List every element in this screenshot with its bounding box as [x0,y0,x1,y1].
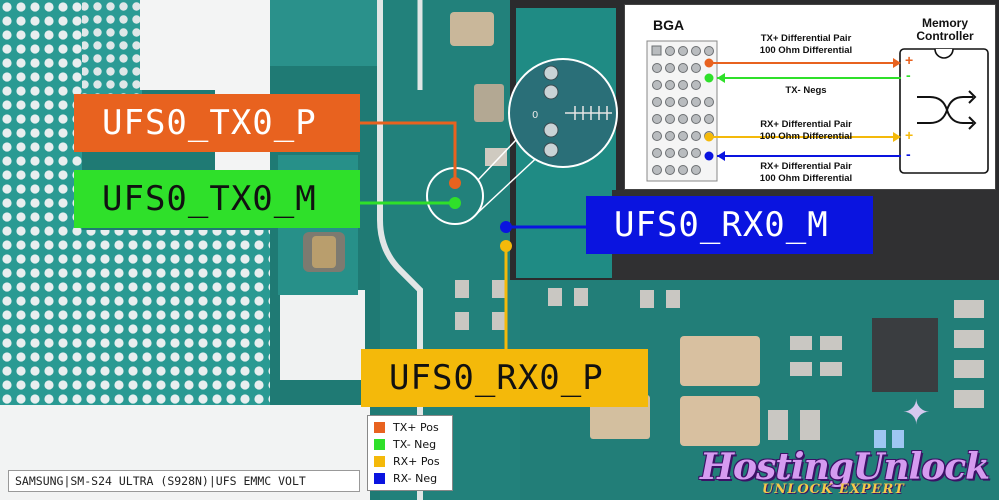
color-legend: TX+ Pos TX- Neg RX+ Pos RX- Neg [367,415,453,491]
bga-diagram-graphic [646,40,989,182]
bga-ball [704,114,714,124]
bga-ball [652,131,662,141]
bga-ball [652,97,662,107]
legend-swatch [374,456,385,467]
bga-ball [665,97,675,107]
sparkle-icon: ✦ [902,393,931,433]
bga-ball [691,80,701,90]
bga-ball [691,63,701,73]
rx-plus2-ohm-label: 100 Ohm Differential [759,173,853,184]
bga-ball [691,131,701,141]
memory-controller-title: Memory Controller [916,16,974,43]
bga-ball [691,148,701,158]
tx-plus-ohm-label: 100 Ohm Differential [759,45,853,56]
rx-plus-label: RX+ Differential Pair [760,119,852,130]
legend-label: TX+ Pos [393,421,439,434]
legend-swatch [374,439,385,450]
bga-ball [665,165,675,175]
bga-ball [678,131,688,141]
tx-minus-sign: - [906,67,911,83]
watermark-logo: HostingUnlock [700,446,990,488]
legend-label: RX- Neg [393,472,438,485]
bga-ball [665,148,675,158]
label-ufs0-tx0-p: UFS0_TX0_P [74,94,360,152]
bga-ball [665,114,675,124]
bga-ball [678,63,688,73]
bga-ball [678,114,688,124]
bga-ball [665,131,675,141]
label-ufs0-rx0-m: UFS0_RX0_M [586,196,873,254]
rx-minus-sign: - [906,146,911,162]
bga-ball [704,46,714,56]
legend-swatch [374,473,385,484]
bga-ball [678,148,688,158]
bga-ball [652,63,662,73]
bga-ball [678,80,688,90]
bga-ball [652,148,662,158]
bga-ball [652,165,662,175]
bga-diagram: BGA Memory Controller [624,4,996,190]
tx-negs-label: TX- Negs [785,85,827,96]
legend-item: TX+ Pos [374,419,446,436]
bga-ball [651,45,662,56]
bga-title: BGA [653,17,685,33]
bga-ball [678,46,688,56]
rx-plus2-label: RX+ Differential Pair [760,161,852,172]
bga-ball [652,80,662,90]
bga-ball [704,97,714,107]
device-caption: SAMSUNG|SM-S24 ULTRA (S928N)|UFS EMMC VO… [8,470,360,492]
legend-swatch [374,422,385,433]
rx-plus-ohm-label: 100 Ohm Differential [759,131,853,142]
bga-ball [691,114,701,124]
legend-item: TX- Neg [374,436,446,453]
bga-ball [691,165,701,175]
rx-plus-sign: + [905,127,914,143]
tx-plus-label: TX+ Differential Pair [760,33,852,44]
tx-plus-sign: + [905,52,914,68]
legend-item: RX+ Pos [374,453,446,470]
bga-ball [678,165,688,175]
bga-ball [665,46,675,56]
bga-ball [652,114,662,124]
svg-text:0: 0 [532,110,538,121]
watermark-subtitle: UNLOCK EXPERT [762,482,905,497]
bga-ball [665,80,675,90]
bga-ball [691,97,701,107]
legend-label: RX+ Pos [393,455,440,468]
bga-ball [678,97,688,107]
bga-ball [665,63,675,73]
label-ufs0-rx0-p: UFS0_RX0_P [361,349,648,407]
bga-ball [691,46,701,56]
legend-item: RX- Neg [374,470,446,487]
legend-label: TX- Neg [393,438,437,451]
label-ufs0-tx0-m: UFS0_TX0_M [74,170,360,228]
